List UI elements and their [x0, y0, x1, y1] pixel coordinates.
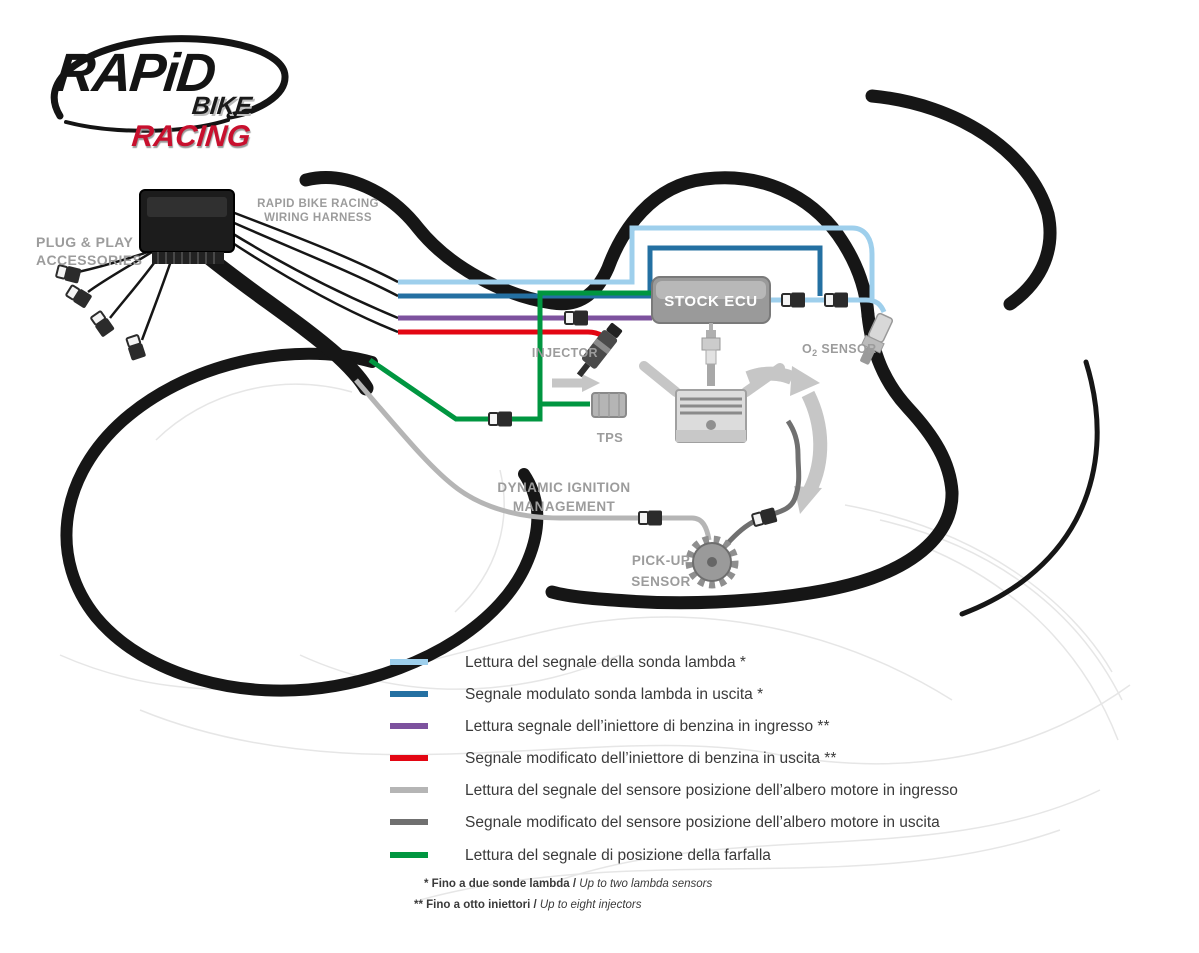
- tps-component: [591, 392, 627, 418]
- pickup-label-line2: SENSOR: [631, 574, 690, 589]
- legend-label: Lettura del segnale del sensore posizion…: [465, 782, 958, 799]
- outline-rear-swoosh: [959, 359, 1100, 617]
- exhaust-down-arrow-head-icon: [794, 486, 822, 514]
- connector-icon: [781, 291, 806, 309]
- exhaust-arrow-shaft: [745, 366, 795, 385]
- diagram-labels: PLUG & PLAY ACCESSORIES RAPID BIKE RACIN…: [36, 198, 877, 589]
- stock-ecu-label: STOCK ECU: [664, 293, 757, 310]
- dim-label-line1: DYNAMIC IGNITION: [497, 480, 630, 495]
- legend-row: Lettura del segnale della sonda lambda *: [390, 654, 746, 671]
- injector-component: [576, 323, 623, 378]
- wire-crank-in: [354, 378, 712, 541]
- spark-plug: [701, 330, 721, 386]
- connector-icon: [750, 506, 779, 529]
- logo-swoosh-stroke: [50, 35, 289, 120]
- wires: [77, 210, 887, 547]
- legend-row: Segnale modificato del sensore posizione…: [390, 814, 940, 831]
- connector-icon: [488, 410, 513, 428]
- wire-tps: [368, 290, 652, 422]
- wire-injector-out: [398, 329, 614, 346]
- exhaust-down-arrow-shaft: [801, 390, 828, 494]
- legend-row: Lettura segnale dell’iniettore di benzin…: [390, 718, 830, 735]
- wire-lambda-sensor-link: [770, 297, 887, 314]
- footnotes: * Fino a due sonde lambda / Up to two la…: [414, 878, 712, 911]
- engine-piston: [675, 389, 747, 443]
- components: [54, 189, 894, 589]
- connector-icon: [824, 291, 849, 309]
- legend-row: Lettura del segnale del sensore posizion…: [390, 782, 958, 799]
- legend-row: Segnale modulato sonda lambda in uscita …: [390, 686, 763, 703]
- harness-label-line1: RAPID BIKE RACING: [257, 198, 379, 210]
- legend-label: Segnale modulato sonda lambda in uscita …: [465, 686, 763, 703]
- o2-sensor-component: [860, 312, 894, 365]
- flow-arrows: [552, 361, 828, 514]
- logo-swoosh: [50, 35, 289, 133]
- outline-front-wheel: [60, 347, 544, 697]
- legend-label: Lettura del segnale della sonda lambda *: [465, 654, 746, 671]
- intake-port: [639, 361, 681, 397]
- dim-label-line2: MANAGEMENT: [513, 499, 616, 514]
- connector-icon: [564, 309, 589, 327]
- plug-play-label-line2: ACCESSORIES: [36, 252, 142, 268]
- pickup-sensor-gear: [685, 535, 739, 589]
- outline-belly: [545, 308, 959, 610]
- pickup-label-line1: PICK-UP: [632, 553, 690, 568]
- legend-label: Segnale modificato dell’iniettore di ben…: [465, 750, 836, 767]
- rapid-bike-module: [139, 189, 235, 264]
- injector-label: INJECTOR: [532, 346, 598, 360]
- legend-label: Segnale modificato del sensore posizione…: [465, 814, 940, 831]
- outline-tail: [865, 89, 1057, 311]
- legend-row: Segnale modificato dell’iniettore di ben…: [390, 750, 836, 767]
- harness-bundle: [192, 242, 374, 396]
- wire-lambda-out: [398, 245, 823, 299]
- stock-ecu-box: [651, 276, 771, 334]
- logo-underline-stroke: [64, 118, 230, 133]
- footnote-lambda: * Fino a due sonde lambda / Up to two la…: [424, 878, 712, 890]
- rapid-bike-racing-logo: RAPiD BIKE RACING: [42, 28, 302, 178]
- module-feeder-wires: [77, 210, 399, 341]
- legend: Lettura del segnale della sonda lambda *…: [390, 654, 958, 864]
- legend-label: Lettura del segnale di posizione della f…: [465, 847, 771, 864]
- o2-sensor-label: O2 SENSOR: [802, 342, 877, 358]
- wire-crank-out: [724, 419, 802, 547]
- connector-icon: [638, 509, 663, 527]
- legend-label: Lettura segnale dell’iniettore di benzin…: [465, 718, 830, 735]
- wire-lambda-read: [398, 225, 875, 300]
- accessory-connector-icon: [88, 309, 116, 339]
- exhaust-arrow-head-icon: [790, 366, 820, 396]
- plug-play-label-line1: PLUG & PLAY: [36, 234, 133, 250]
- fuel-arrow-head-icon: [582, 374, 600, 392]
- accessory-connector-icon: [64, 282, 94, 310]
- footnote-injectors: ** Fino a otto iniettori / Up to eight i…: [414, 899, 642, 911]
- motorcycle-outline: [60, 89, 1100, 697]
- tps-label: TPS: [597, 430, 623, 445]
- harness-label-line2: WIRING HARNESS: [264, 212, 372, 224]
- legend-row: Lettura del segnale di posizione della f…: [390, 847, 771, 864]
